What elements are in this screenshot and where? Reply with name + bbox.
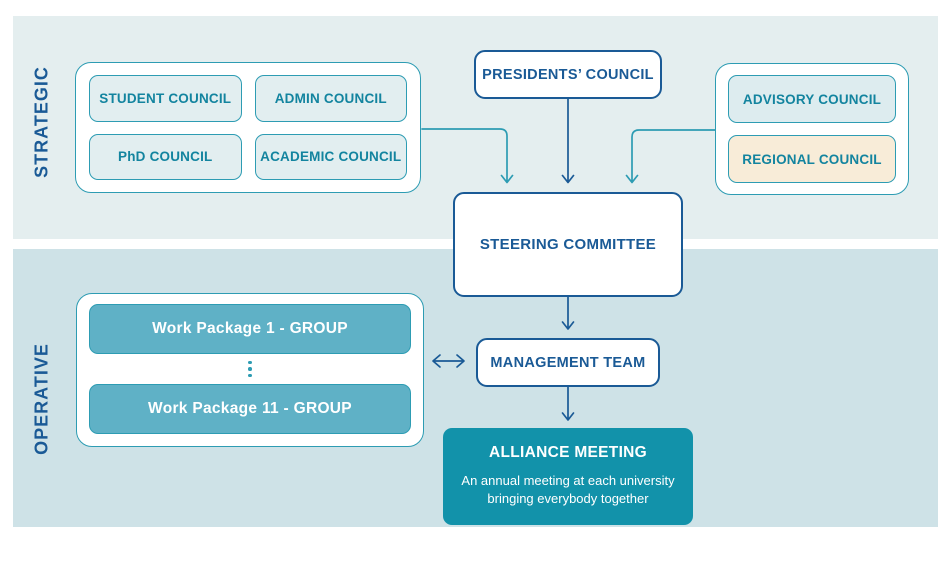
student-council-box: STUDENT COUNCIL — [89, 75, 242, 122]
presidents-council-box: PRESIDENTS’ COUNCIL — [474, 50, 662, 99]
alliance-meeting-description-line2: bringing everybody together — [487, 490, 649, 506]
advisory-council-box: ADVISORY COUNCIL — [728, 75, 896, 123]
steering-committee-box: STEERING COMMITTEE — [453, 192, 683, 297]
alliance-meeting-description-line1: An annual meeting at each university — [461, 473, 675, 488]
management-team-box: MANAGEMENT TEAM — [476, 338, 660, 387]
regional-council-box: REGIONAL COUNCIL — [728, 135, 896, 183]
councils-group: STUDENT COUNCIL ADMIN COUNCIL PhD COUNCI… — [75, 62, 421, 193]
operative-label: OPERATIVE — [31, 343, 52, 455]
academic-council-box: ACADEMIC COUNCIL — [254, 133, 407, 180]
alliance-meeting-title: ALLIANCE MEETING — [488, 444, 648, 461]
admin-council-box: ADMIN COUNCIL — [254, 75, 407, 122]
phd-council-box: PhD COUNCIL — [89, 133, 242, 180]
alliance-meeting-description: An annual meeting at each university bri… — [443, 472, 693, 507]
work-package-1-box: Work Package 1 - GROUP — [89, 304, 411, 354]
work-package-11-box: Work Package 11 - GROUP — [89, 384, 411, 434]
alliance-meeting-box: ALLIANCE MEETING An annual meeting at ea… — [443, 428, 693, 525]
work-packages-group: Work Package 1 - GROUP Work Package 11 -… — [76, 293, 424, 447]
advisory-group: ADVISORY COUNCIL REGIONAL COUNCIL — [715, 63, 909, 195]
strategic-label: STRATEGIC — [31, 66, 52, 178]
ellipsis-dots-icon — [248, 360, 252, 378]
